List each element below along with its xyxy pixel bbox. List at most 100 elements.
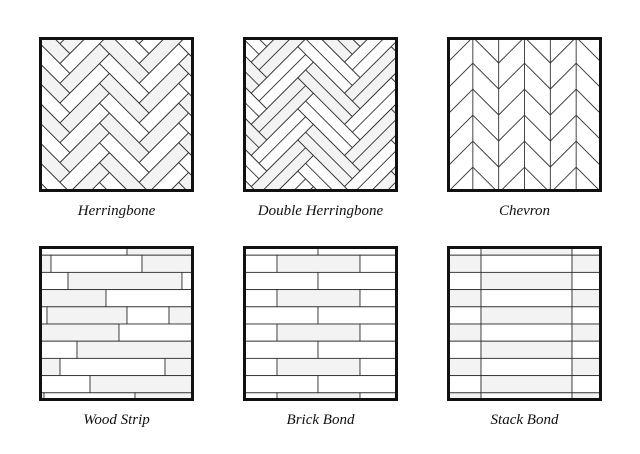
joint-line <box>498 62 525 90</box>
plank <box>317 271 398 291</box>
joint-line <box>258 85 306 133</box>
plank <box>164 357 194 377</box>
plank <box>39 271 69 291</box>
brick-bond-pattern <box>243 246 398 401</box>
joint-line <box>524 62 551 90</box>
chevron-pattern <box>447 37 602 192</box>
plank <box>359 323 398 342</box>
joint-line <box>243 37 260 55</box>
plank <box>243 375 319 394</box>
tile-border <box>39 37 194 192</box>
plank <box>243 323 278 342</box>
joint-line <box>305 131 353 180</box>
joint-line <box>243 100 260 149</box>
plank <box>571 375 602 394</box>
plank <box>59 357 166 377</box>
plank <box>480 340 573 359</box>
plank <box>359 289 398 308</box>
plank <box>67 271 183 291</box>
double-herringbone-pattern <box>243 37 398 192</box>
plank <box>39 323 120 342</box>
joint-line <box>524 37 551 64</box>
plank <box>571 340 602 359</box>
joint-line <box>258 178 306 192</box>
plank <box>89 375 194 394</box>
plank <box>46 306 128 325</box>
joint-line <box>472 166 499 192</box>
joint-line <box>305 38 353 86</box>
plank <box>76 340 194 359</box>
plank <box>134 392 194 401</box>
plank <box>571 306 602 325</box>
joint-line <box>550 140 577 168</box>
plank <box>276 289 361 308</box>
plank <box>276 254 361 273</box>
plank <box>39 289 107 308</box>
joint-line <box>258 116 306 164</box>
plank <box>105 289 194 308</box>
plank <box>118 323 194 342</box>
plank <box>447 306 482 325</box>
joint-line <box>258 37 306 71</box>
plank <box>317 340 398 359</box>
plank <box>317 306 398 325</box>
plank <box>480 357 573 377</box>
joint-line <box>447 37 474 64</box>
plank <box>447 340 482 359</box>
plank <box>571 271 602 291</box>
plank <box>447 375 482 394</box>
joint-line <box>472 140 499 168</box>
plank <box>50 254 143 273</box>
joint-line <box>258 54 306 102</box>
joint-line <box>352 147 398 192</box>
plank <box>480 323 573 342</box>
chevron-label: Chevron <box>498 203 551 219</box>
plank <box>243 271 319 291</box>
plank <box>141 254 194 273</box>
plank <box>480 271 573 291</box>
plank <box>276 357 361 377</box>
joint-line <box>550 166 577 192</box>
plank <box>243 254 278 273</box>
joint-line <box>550 37 577 64</box>
joint-line <box>305 162 353 192</box>
plank <box>480 254 573 273</box>
joint-line <box>305 100 353 149</box>
plank <box>447 323 482 342</box>
joint-line <box>305 69 353 117</box>
joint-line <box>550 88 577 116</box>
joint-line <box>447 62 474 90</box>
wood-strip-label: Wood Strip <box>83 412 150 428</box>
brick-bond-label: Brick Bond <box>286 412 355 428</box>
joint-line <box>447 166 474 192</box>
joint-line <box>243 131 260 180</box>
joint-line <box>575 114 602 142</box>
joint-line <box>550 114 577 142</box>
plank <box>359 254 398 273</box>
herringbone-label: Herringbone <box>77 203 156 219</box>
joint-line <box>352 85 398 133</box>
plank <box>126 306 170 325</box>
plank <box>480 306 573 325</box>
stack-bond-label: Stack Bond <box>490 412 559 428</box>
joint-line <box>550 62 577 90</box>
plank <box>571 323 602 342</box>
stack-bond-pattern <box>447 246 602 401</box>
joint-line <box>575 166 602 192</box>
joint-line <box>352 116 398 164</box>
wood-strip-pattern <box>39 246 194 401</box>
plank <box>359 357 398 377</box>
plank <box>98 171 150 192</box>
tile-border <box>447 246 602 401</box>
plank <box>480 289 573 308</box>
plank <box>480 375 573 394</box>
joint-line <box>498 140 525 168</box>
joint-line <box>447 114 474 142</box>
tile-border <box>447 37 602 192</box>
joint-line <box>258 147 306 192</box>
plank <box>447 289 482 308</box>
joint-line <box>524 114 551 142</box>
joint-line <box>575 140 602 168</box>
plank <box>317 375 398 394</box>
plank <box>39 340 78 359</box>
